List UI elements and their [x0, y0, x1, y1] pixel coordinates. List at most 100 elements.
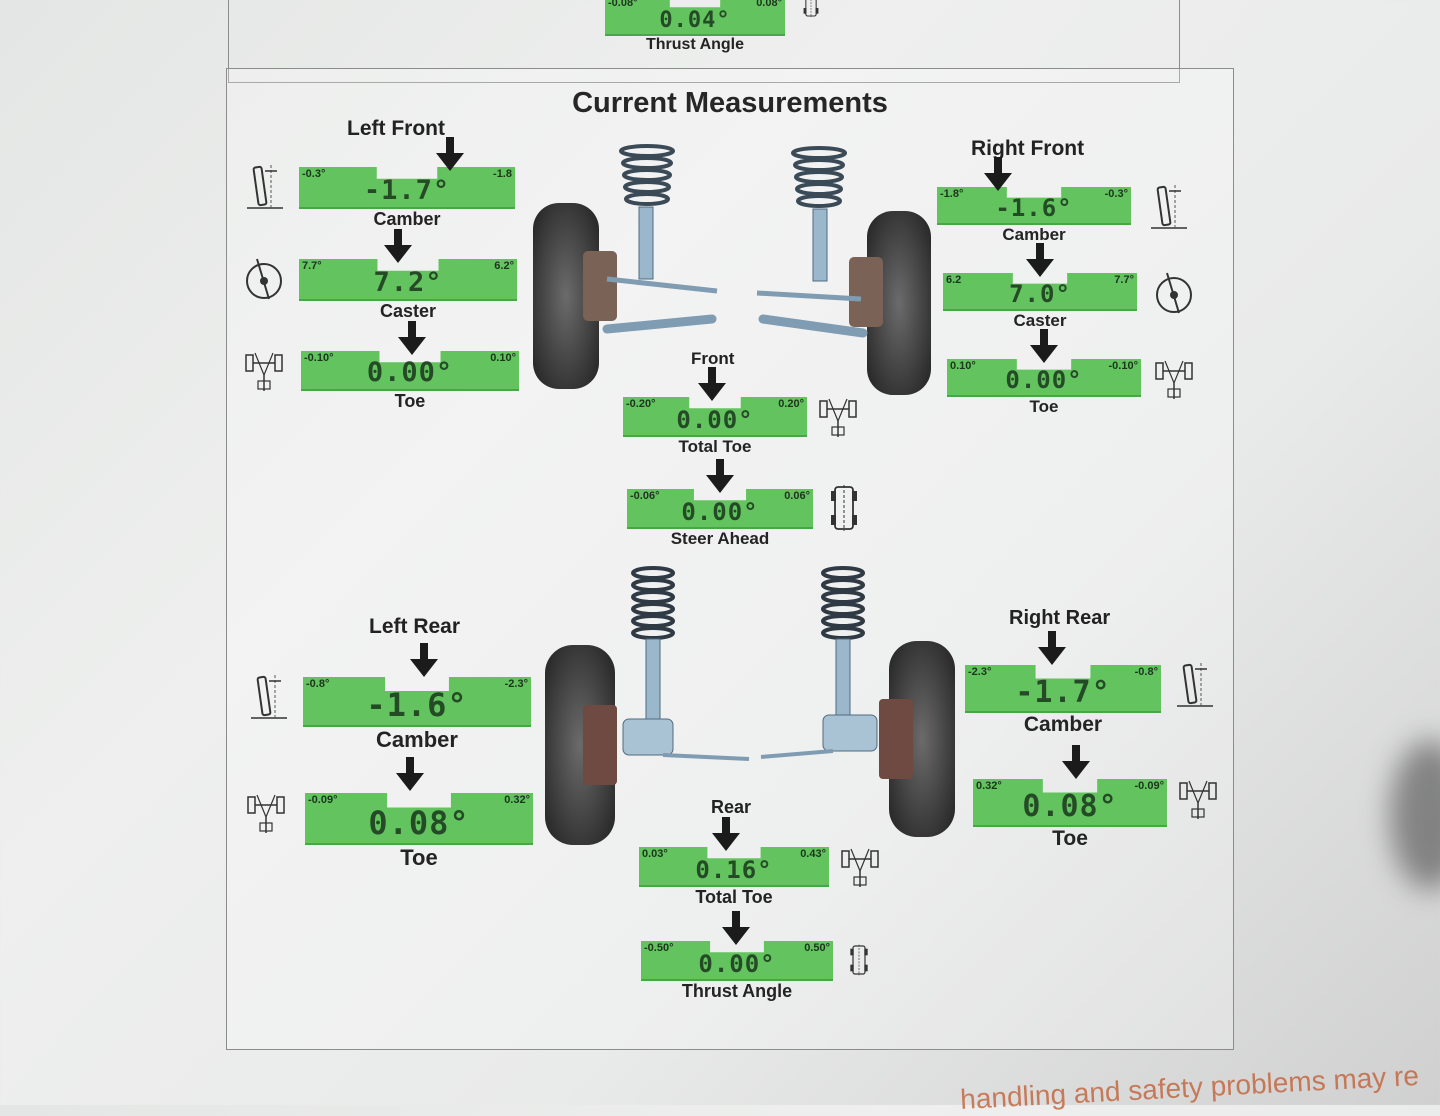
gauge-min: -2.3° — [968, 666, 992, 678]
gauge-label: Toe — [400, 845, 438, 870]
down-arrow-icon — [397, 321, 427, 357]
left-rear-tire — [545, 645, 615, 845]
rear-link-left — [662, 753, 750, 761]
gauge-min: 6.2 — [946, 274, 962, 286]
gauge-min: -0.08° — [608, 0, 638, 9]
gauge-max: 0.32° — [504, 794, 530, 806]
gauge-max: 0.20° — [778, 398, 804, 410]
left-front-camber-gauge: -0.3° -1.8 -1.7° Camber — [299, 167, 515, 229]
gauge-min: -0.10° — [304, 352, 334, 364]
right-rear-knuckle — [822, 714, 878, 752]
gauge-label: Toe — [394, 391, 426, 411]
right-coil-spring — [791, 146, 847, 208]
left-front-hub — [583, 251, 617, 321]
gauge-value: 0.00° — [681, 498, 759, 526]
gauge-label: Caster — [1013, 311, 1067, 330]
left-rear-toe-gauge: -0.09° 0.32° 0.08° Toe — [305, 793, 533, 870]
gauge-value: 0.00° — [698, 950, 776, 978]
left-front-caster-gauge: 7.7° 6.2° 7.2° Caster — [299, 259, 517, 321]
gauge-max: -0.8° — [1134, 666, 1158, 678]
gauge-min: -0.3° — [302, 168, 326, 180]
gauge-max: 6.2° — [494, 260, 514, 272]
gauge-label: Total Toe — [678, 437, 752, 456]
down-arrow-icon — [435, 137, 465, 173]
gauge-min: -0.8° — [306, 678, 330, 690]
toe-icon — [1153, 353, 1195, 403]
rear-title: Rear — [711, 797, 752, 817]
right-front-tire — [867, 211, 931, 395]
camber-icon — [1173, 659, 1215, 709]
left-coil-spring — [619, 144, 675, 206]
steer-ahead-icon — [823, 483, 865, 533]
gauge-label: Thrust Angle — [681, 981, 793, 1001]
gauge-value: 0.08° — [368, 804, 470, 842]
steer-ahead-gauge: -0.06° 0.06° 0.00° Steer Ahead — [627, 489, 813, 548]
camber-icon — [1147, 181, 1189, 231]
gauge-label: Camber — [1002, 225, 1066, 244]
left-strut — [638, 206, 654, 280]
right-rear-strut — [835, 638, 851, 720]
gauge-max: -0.09° — [1134, 780, 1164, 792]
gauge-max: 7.7° — [1114, 274, 1134, 286]
gauge-value: 7.0° — [1009, 280, 1071, 308]
right-front-title: Right Front — [971, 137, 1085, 160]
panel-title: Current Measurements — [572, 87, 888, 119]
front-title: Front — [691, 349, 735, 368]
down-arrow-icon — [1037, 631, 1067, 667]
right-front-toe-gauge: 0.10° -0.10° 0.00° Toe — [947, 359, 1141, 416]
right-upper-arm — [756, 290, 862, 302]
gauge-max: 0.10° — [490, 352, 516, 364]
right-rear-toe-gauge: 0.32° -0.09° 0.08° Toe — [973, 779, 1167, 850]
gauge-label: Thrust Angle — [645, 36, 745, 53]
down-arrow-icon — [1029, 329, 1059, 365]
toe-icon — [243, 345, 285, 395]
gauge-bar — [973, 779, 1167, 827]
gauge-min: 0.32° — [976, 780, 1002, 792]
total-toe-icon — [839, 841, 881, 891]
down-arrow-icon — [711, 817, 741, 853]
down-arrow-icon — [383, 229, 413, 265]
gauge-max: -1.8 — [493, 168, 512, 180]
gauge-label: Total Toe — [695, 887, 773, 907]
gauge-min: 0.10° — [950, 360, 976, 372]
left-tie-rod — [602, 314, 717, 334]
right-rear-drum — [879, 699, 913, 779]
thrust-angle-icon — [799, 0, 823, 26]
down-arrow-icon — [395, 757, 425, 793]
gauge-value: -1.7° — [1015, 675, 1111, 710]
gauge-max: 0.08° — [756, 0, 782, 9]
gauge-label: Toe — [1029, 397, 1059, 416]
gauge-min: -0.50° — [644, 942, 674, 954]
gauge-min: 0.03° — [642, 848, 668, 860]
left-rear-knuckle — [622, 718, 674, 756]
right-front-caster-gauge: 6.2 7.7° 7.0° Caster — [943, 273, 1137, 330]
gauge-value: -1.6° — [366, 686, 468, 724]
down-arrow-icon — [721, 911, 751, 947]
gauge-max: 0.43° — [800, 848, 826, 860]
right-front-camber-gauge: -1.8° -0.3° -1.6° Camber — [937, 187, 1131, 244]
left-rear-strut — [645, 638, 661, 720]
camber-icon — [243, 161, 285, 211]
front-suspension-illustration — [533, 144, 931, 395]
left-front-toe-gauge: -0.10° 0.10° 0.00° Toe — [301, 351, 519, 411]
gauge-min: -0.06° — [630, 490, 660, 502]
footer-warning-text: handling and safety problems may re — [959, 1060, 1420, 1115]
thrust-angle-icon — [845, 935, 873, 985]
gauge-max: 0.50° — [804, 942, 830, 954]
gauge-value: 0.00° — [1005, 366, 1083, 394]
rear-thrust-angle-gauge: -0.50° 0.50° 0.00° Thrust Angle — [641, 941, 833, 1001]
down-arrow-icon — [697, 367, 727, 403]
gauge-value: -1.7° — [363, 175, 451, 206]
gauge-value: 0.00° — [676, 406, 754, 434]
shadow-overlay — [1390, 740, 1440, 890]
left-rear-title: Left Rear — [369, 615, 461, 638]
right-rear-camber-gauge: -2.3° -0.8° -1.7° Camber — [965, 665, 1161, 736]
left-rear-camber-gauge: -0.8° -2.3° -1.6° Camber — [303, 677, 531, 752]
gauge-value: 0.04° — [659, 8, 731, 33]
gauge-max: -0.10° — [1108, 360, 1138, 372]
down-arrow-icon — [983, 157, 1013, 193]
gauge-label: Toe — [1052, 827, 1088, 850]
rear-total-toe-gauge: 0.03° 0.43° 0.16° Total Toe — [639, 847, 829, 907]
gauge-value: -1.6° — [995, 194, 1073, 222]
left-rear-coil-spring — [631, 566, 675, 640]
